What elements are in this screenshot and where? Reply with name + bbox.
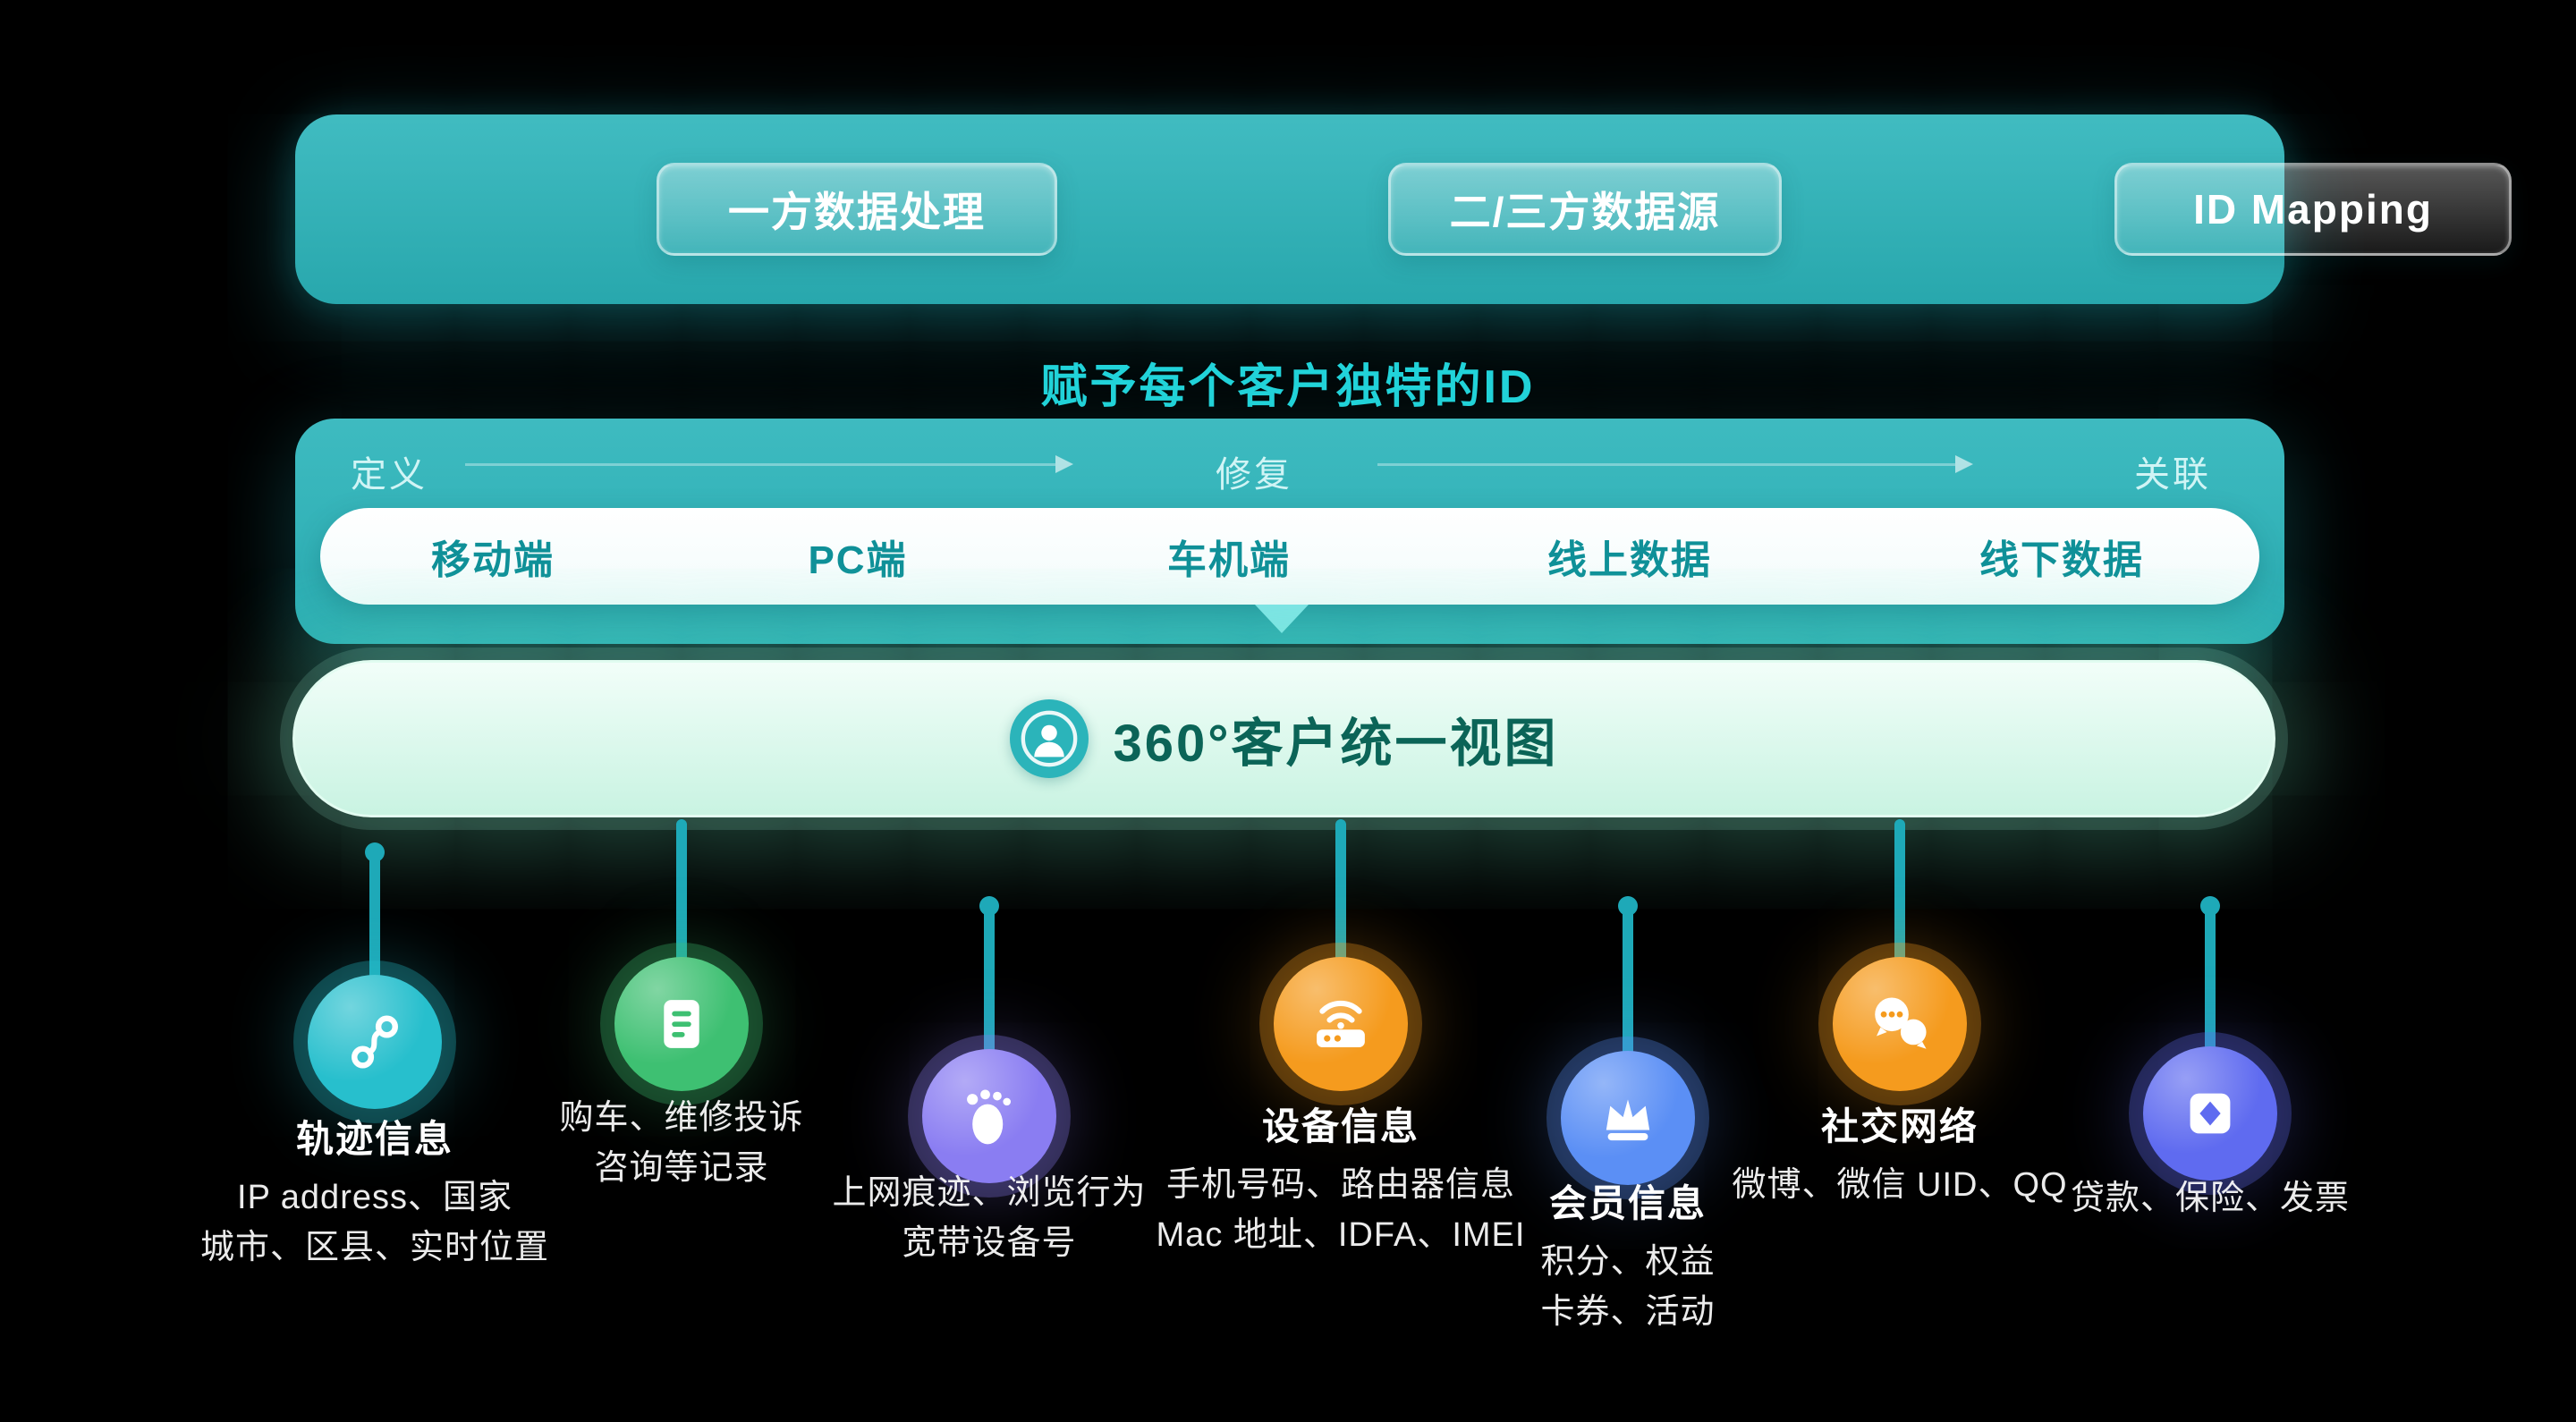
- source-membership: 会员信息 积分、权益 卡券、活动: [1377, 1173, 1878, 1337]
- flow-arrow: [465, 455, 1073, 473]
- unique-id-subtitle: 赋予每个客户独特的ID: [1040, 361, 1536, 413]
- source-name: 会员信息: [1548, 1182, 1707, 1224]
- stage-associate: 关联: [2134, 455, 2211, 495]
- unified-view-pill: 360°客户统一视图: [292, 660, 2275, 817]
- source-finance: 贷款、保险、发票: [1960, 1173, 2461, 1223]
- source-name: 轨迹信息: [295, 1118, 453, 1160]
- source-name: 设备信息: [1261, 1105, 1419, 1147]
- stage-define: 定义: [351, 455, 428, 495]
- source-detail: IP address、国家: [237, 1179, 513, 1216]
- source-detail: 城市、区县、实时位置: [199, 1229, 549, 1266]
- connector-line: [984, 905, 995, 1059]
- source-detail: 贷款、保险、发票: [2070, 1180, 2350, 1217]
- chat-icon: [1833, 957, 1967, 1091]
- route-icon: [308, 975, 442, 1109]
- source-social-network: 社交网络 微博、微信 UID、QQ: [1649, 1096, 2150, 1210]
- source-web-footprint: 上网痕迹、浏览行为 宽带设备号: [739, 1168, 1240, 1268]
- chip-label: 二/三方数据源: [1449, 189, 1721, 235]
- channel-vehicle: 车机端: [1167, 538, 1291, 582]
- data-sources-bar: 一方数据处理 二/三方数据源 ID Mapping: [295, 114, 2512, 304]
- footprint-icon: [922, 1049, 1056, 1183]
- channel-online-data: 线上数据: [1547, 538, 1712, 582]
- second-third-party-data-chip: 二/三方数据源: [1388, 163, 1782, 256]
- connector-line: [1894, 819, 1905, 968]
- source-detail: 宽带设备号: [902, 1224, 1077, 1262]
- channel-pc: PC端: [808, 538, 908, 582]
- invoice-icon: [2143, 1046, 2277, 1181]
- chip-label: ID Mapping: [2193, 186, 2433, 233]
- source-detail: 积分、权益: [1540, 1243, 1716, 1281]
- stage-repair: 修复: [1216, 455, 1292, 495]
- connector-line: [2205, 905, 2216, 1062]
- down-arrow-icon: [1255, 605, 1309, 633]
- source-detail: 卡券、活动: [1540, 1293, 1716, 1331]
- source-purchase-records: 购车、维修投诉 咨询等记录: [431, 1093, 932, 1193]
- unified-view-label: 360°客户统一视图: [1113, 715, 1559, 773]
- router-icon: [1274, 957, 1408, 1091]
- connector-line: [676, 819, 687, 968]
- id-mapping-chip: ID Mapping: [2114, 163, 2512, 256]
- channel-mobile: 移动端: [431, 538, 555, 582]
- first-party-data-chip: 一方数据处理: [657, 163, 1057, 256]
- chip-label: 一方数据处理: [728, 189, 986, 235]
- channel-offline-data: 线下数据: [1979, 538, 2144, 582]
- source-device-info: 设备信息 手机号码、路由器信息 Mac 地址、IDFA、IMEI: [1090, 1096, 1591, 1260]
- pipeline-band: 定义 修复 关联 移动端 PC端 车机端 线上数据 线下数据: [295, 419, 2284, 644]
- source-detail: 上网痕迹、浏览行为: [832, 1174, 1147, 1212]
- source-detail: Mac 地址、IDFA、IMEI: [1156, 1216, 1526, 1254]
- source-detail: 咨询等记录: [594, 1149, 769, 1187]
- source-detail: 购车、维修投诉: [559, 1099, 804, 1137]
- source-name: 社交网络: [1820, 1105, 1979, 1147]
- source-trajectory: 轨迹信息 IP address、国家 城市、区县、实时位置: [124, 1109, 625, 1273]
- connector-line: [1335, 819, 1346, 968]
- connector-line: [1623, 905, 1633, 1059]
- user-icon: [1009, 699, 1089, 778]
- source-detail: 手机号码、路由器信息: [1165, 1166, 1515, 1204]
- source-detail: 微博、微信 UID、QQ: [1732, 1166, 2068, 1204]
- document-icon: [614, 957, 749, 1091]
- flow-arrow: [1377, 455, 1973, 473]
- crown-icon: [1561, 1051, 1695, 1185]
- channel-pill: 移动端 PC端 车机端 线上数据 线下数据: [320, 508, 2259, 605]
- connector-line: [369, 851, 380, 986]
